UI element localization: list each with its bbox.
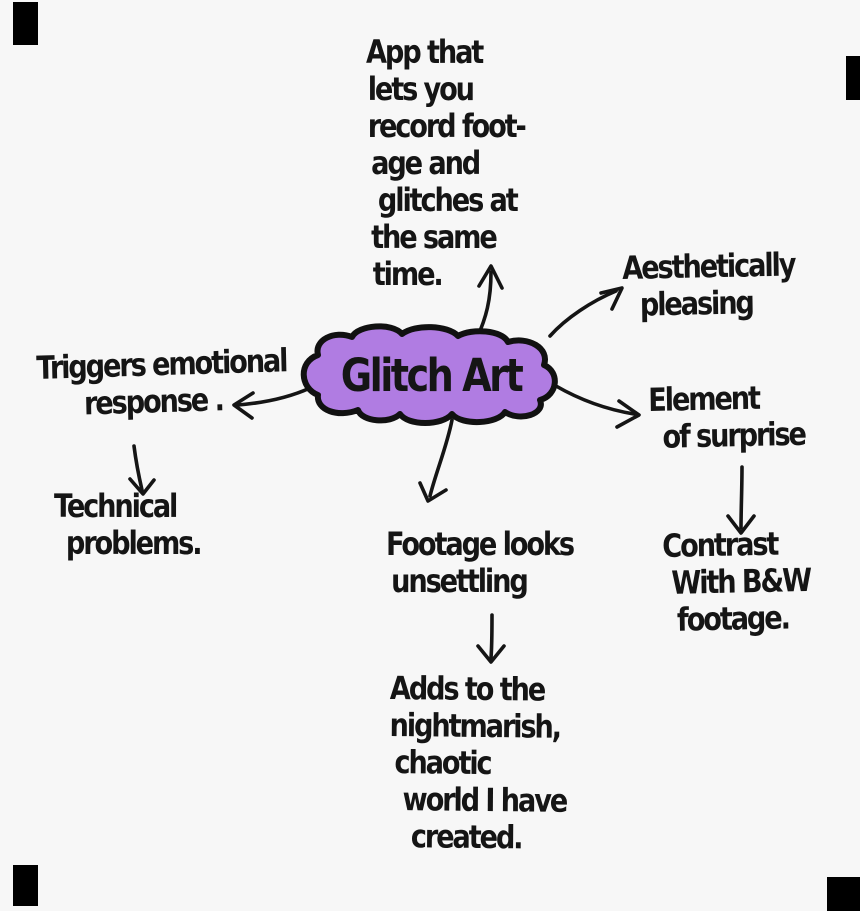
arrow-emotional-to-technical-icon [128, 444, 156, 496]
node-line: world I have [402, 780, 567, 820]
corner-mark-right [846, 56, 860, 100]
center-node-cloud [300, 323, 558, 426]
corner-mark-top-left [13, 2, 38, 45]
node-line: unsettling [391, 562, 529, 600]
node-app-description: App that lets you record foot- age and g… [366, 33, 527, 293]
arrow-to-element-of-surprise-icon [554, 384, 641, 429]
node-line: lets you [367, 70, 475, 108]
arrow-to-triggers-emotional-icon [232, 386, 312, 420]
node-line: Triggers emotional [35, 341, 287, 387]
node-triggers-emotional-response: Triggers emotional response . [35, 341, 288, 424]
node-footage-looks-unsettling: Footage looks unsettling [386, 525, 575, 600]
node-line: created. [410, 817, 522, 857]
node-line: Element [647, 378, 760, 419]
node-line: footage. [676, 598, 790, 639]
node-line: chaotic [394, 743, 491, 783]
node-technical-problems: Technical problems. [54, 487, 203, 562]
center-node-label: Glitch Art [340, 349, 524, 402]
node-adds-nightmarish-world: Adds to the nightmarish, chaotic world I… [389, 669, 567, 857]
node-line: response . [83, 380, 224, 423]
node-line: Adds to the [389, 669, 545, 709]
corner-mark-bottom-left [13, 865, 38, 906]
arrow-footage-to-adds-icon [476, 613, 506, 664]
arrow-to-footage-unsettling-icon [418, 418, 454, 503]
node-line: of surprise [662, 414, 806, 456]
arrow-element-to-contrast-icon [726, 465, 756, 535]
node-element-of-surprise: Element of surprise [648, 379, 805, 456]
node-contrast-bw-footage: Contrast With B&W footage. [662, 525, 811, 639]
node-line: Contrast [661, 524, 778, 565]
node-line: the same [371, 218, 498, 256]
node-line: problems. [65, 524, 203, 562]
arrow-to-aesthetically-pleasing-icon [548, 286, 624, 338]
node-line: time. [372, 255, 444, 293]
node-line: record foot- [367, 107, 527, 145]
node-line: Footage looks [386, 525, 575, 563]
node-line: pleasing [639, 283, 754, 324]
node-line: Technical [54, 487, 178, 525]
node-line: glitches at [377, 181, 519, 219]
node-aesthetically-pleasing: Aesthetically pleasing [621, 245, 795, 324]
node-line: App that [366, 33, 484, 71]
node-line: age and [371, 144, 481, 182]
node-line: With B&W [671, 560, 811, 602]
node-line: nightmarish, [389, 705, 561, 746]
corner-mark-bottom-right [827, 877, 860, 911]
node-line: Aesthetically [621, 245, 795, 287]
